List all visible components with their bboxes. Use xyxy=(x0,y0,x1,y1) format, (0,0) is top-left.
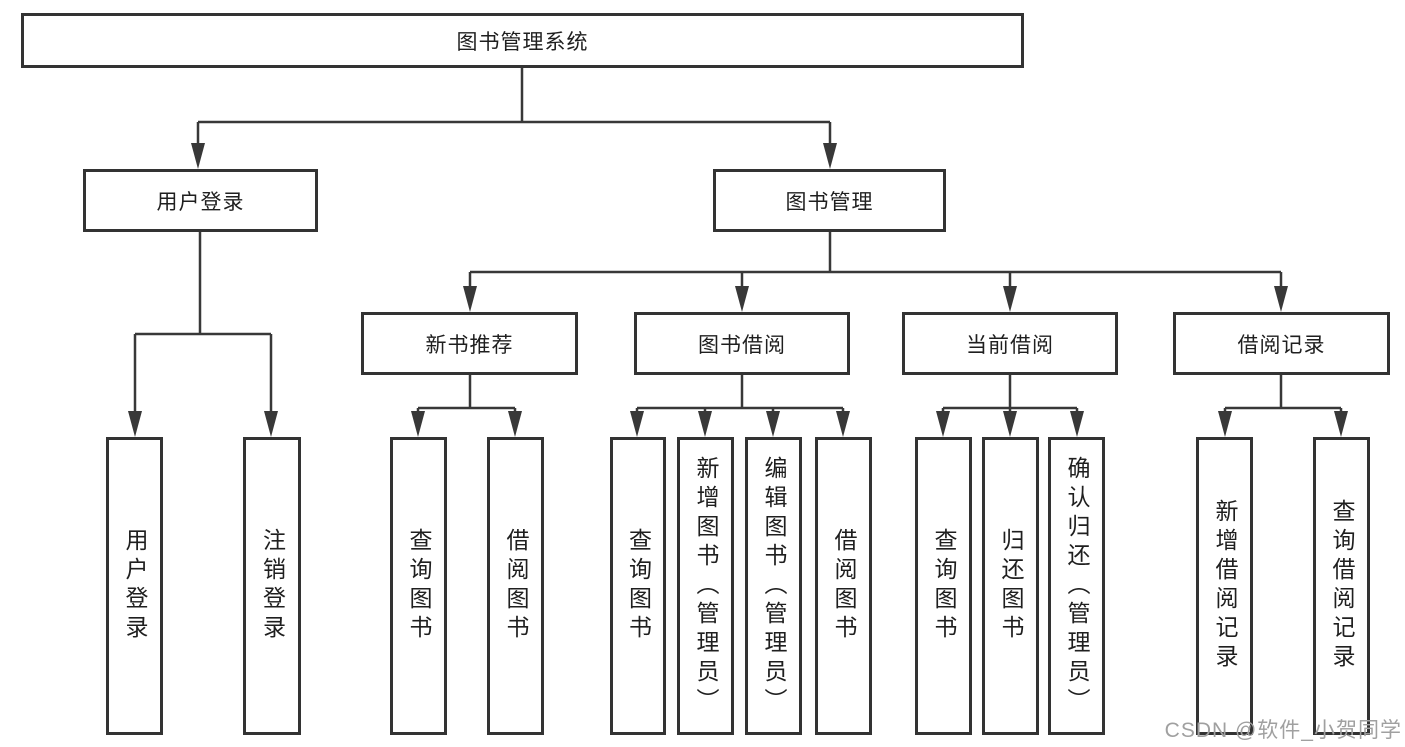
node-label: 借阅图书 xyxy=(831,528,857,644)
node-label: 用户登录 xyxy=(122,528,148,644)
node-current-borrowing: 当前借阅 xyxy=(902,312,1118,375)
node-label: 借阅图书 xyxy=(503,528,529,644)
node-user-login-action: 用户登录 xyxy=(106,437,163,735)
node-label: 新增图书（管理员） xyxy=(693,455,719,717)
node-label: 新增借阅记录 xyxy=(1212,499,1238,673)
arrow-icon xyxy=(191,143,205,169)
arrow-icon xyxy=(1218,411,1232,437)
arrow-icon xyxy=(766,411,780,437)
node-edit-book-admin: 编辑图书（管理员） xyxy=(745,437,802,735)
node-label: 注销登录 xyxy=(259,528,286,644)
node-query-borrow-record: 查询借阅记录 xyxy=(1313,437,1370,735)
node-book-borrowing: 图书借阅 xyxy=(634,312,850,375)
arrow-icon xyxy=(1334,411,1348,437)
node-borrowing-records: 借阅记录 xyxy=(1173,312,1390,375)
node-query-books: 查询图书 xyxy=(915,437,972,735)
arrow-icon xyxy=(463,286,477,312)
node-book-management: 图书管理 xyxy=(713,169,946,232)
arrow-icon xyxy=(735,286,749,312)
arrow-icon xyxy=(1003,286,1017,312)
node-label: 编辑图书（管理员） xyxy=(761,455,787,717)
node-return-books: 归还图书 xyxy=(982,437,1039,735)
arrow-icon xyxy=(508,411,522,437)
node-add-book-admin: 新增图书（管理员） xyxy=(677,437,734,735)
node-label: 查询图书 xyxy=(625,528,652,644)
arrow-icon xyxy=(411,411,425,437)
node-logout-action: 注销登录 xyxy=(243,437,301,735)
arrow-icon xyxy=(823,143,837,169)
tree-edges xyxy=(133,68,1343,413)
node-label: 确认归还（管理员） xyxy=(1064,455,1090,717)
arrow-icon xyxy=(630,411,644,437)
node-new-book-recommendation: 新书推荐 xyxy=(361,312,578,375)
node-borrow-books: 借阅图书 xyxy=(487,437,544,735)
arrow-icon xyxy=(128,411,142,437)
node-query-books: 查询图书 xyxy=(610,437,666,735)
arrow-icon xyxy=(698,411,712,437)
node-user-login: 用户登录 xyxy=(83,169,318,232)
node-borrow-books: 借阅图书 xyxy=(815,437,872,735)
arrow-icon xyxy=(264,411,278,437)
arrowheads xyxy=(128,143,1348,437)
node-add-borrow-record: 新增借阅记录 xyxy=(1196,437,1253,735)
arrow-icon xyxy=(836,411,850,437)
arrow-icon xyxy=(1003,411,1017,437)
arrow-icon xyxy=(1274,286,1288,312)
node-label: 查询借阅记录 xyxy=(1329,499,1355,673)
node-label: 查询图书 xyxy=(406,528,432,644)
csdn-watermark: CSDN @软件_小贺同学 xyxy=(1164,719,1402,742)
node-confirm-return-admin: 确认归还（管理员） xyxy=(1048,437,1105,735)
node-query-books: 查询图书 xyxy=(390,437,447,735)
arrow-icon xyxy=(1070,411,1084,437)
node-label: 归还图书 xyxy=(998,528,1024,644)
node-library-system: 图书管理系统 xyxy=(21,13,1024,68)
arrow-icon xyxy=(936,411,950,437)
node-label: 查询图书 xyxy=(931,528,957,644)
